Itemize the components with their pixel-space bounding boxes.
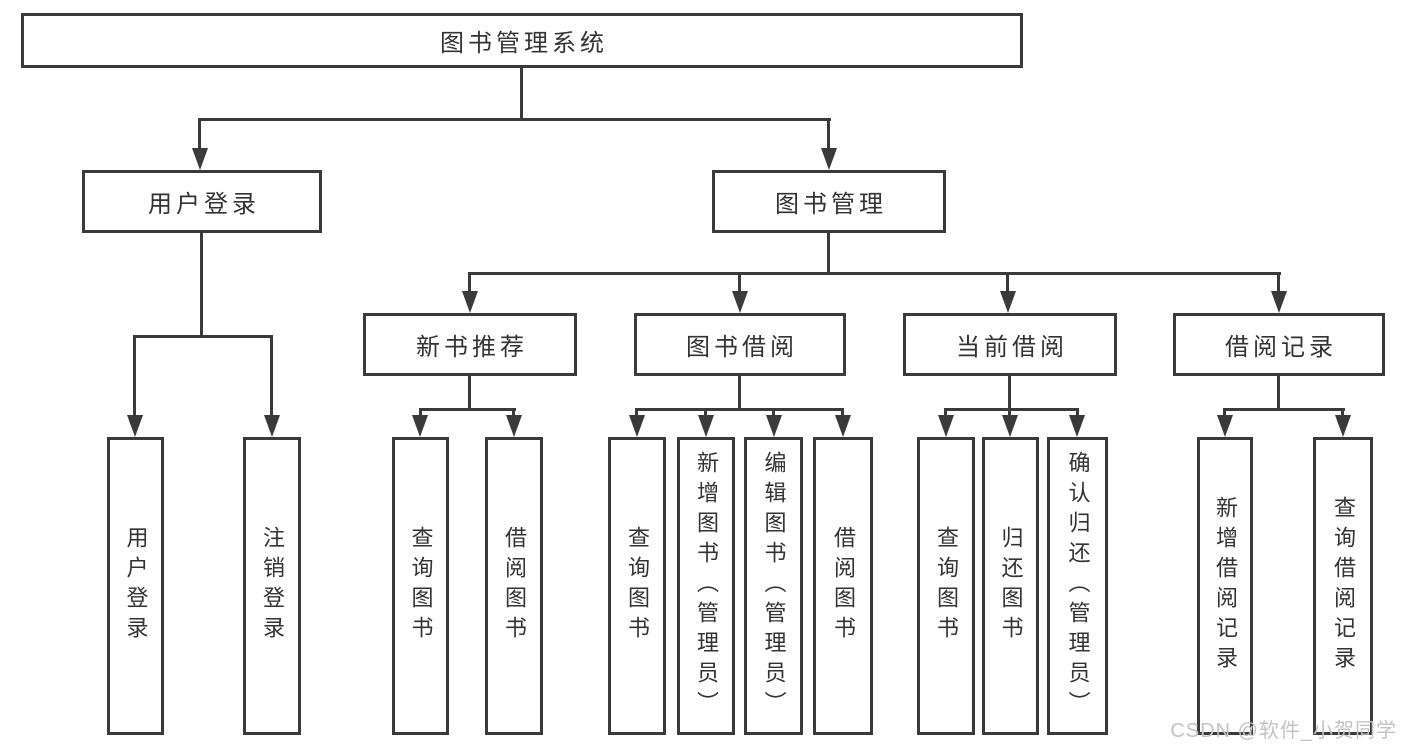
- leaf-query-books-current-label: 查询图书: [934, 526, 959, 646]
- arrowhead-book-borrowing: [732, 291, 748, 313]
- arrowhead-borrow-books-recommend: [506, 415, 522, 437]
- connector-book-borrowing-stem: [738, 374, 741, 410]
- connector-user-login-stem: [200, 231, 203, 338]
- connector-drop-user-login: [198, 118, 201, 150]
- arrowhead-user-login: [192, 148, 208, 170]
- node-book-management-label: 图书管理: [775, 191, 887, 218]
- arrowhead-borrowing-records: [1271, 291, 1287, 313]
- connector-book-management-rail: [468, 272, 1281, 275]
- arrowhead-query-books-current: [938, 415, 954, 437]
- connector-drop-add-books-admin: [704, 408, 707, 417]
- leaf-confirm-return-admin: 确认归还（管理员）: [1047, 437, 1108, 735]
- node-book-borrowing: 图书借阅: [634, 313, 846, 376]
- node-book-management: 图书管理: [712, 170, 946, 233]
- csdn-watermark: CSDN @软件_小贺同学: [1170, 720, 1397, 742]
- node-current-borrowing: 当前借阅: [903, 313, 1117, 376]
- connector-drop-return-books: [1008, 408, 1011, 417]
- node-new-book-recommend: 新书推荐: [363, 313, 577, 376]
- leaf-query-borrow-record: 查询借阅记录: [1313, 437, 1373, 735]
- arrowhead-add-borrow-record: [1217, 415, 1233, 437]
- arrowhead-logout: [264, 415, 280, 437]
- leaf-query-books-borrowing: 查询图书: [608, 437, 666, 735]
- leaf-edit-books-admin: 编辑图书（管理员）: [744, 437, 803, 735]
- connector-drop-new-book-recommend: [468, 272, 471, 293]
- connector-drop-user-login-leaf: [133, 335, 136, 417]
- leaf-borrow-books-borrowing-label: 借阅图书: [831, 526, 856, 646]
- node-user-login: 用户登录: [82, 170, 322, 233]
- arrowhead-edit-books-admin: [766, 415, 782, 437]
- connector-book-management-stem: [827, 230, 830, 274]
- arrowhead-return-books: [1002, 415, 1018, 437]
- connector-root-stem: [520, 66, 523, 120]
- connector-borrowing-records-rail: [1223, 408, 1345, 411]
- connector-drop-add-borrow-record: [1223, 408, 1226, 417]
- node-book-borrowing-label: 图书借阅: [686, 334, 798, 361]
- leaf-confirm-return-admin-label: 确认归还（管理员）: [1065, 451, 1091, 721]
- arrowhead-query-books-recommend: [412, 415, 428, 437]
- connector-current-borrowing-rail: [944, 408, 1079, 411]
- node-root-library-system: 图书管理系统: [21, 13, 1023, 68]
- connector-drop-borrowing-records: [1277, 272, 1280, 293]
- leaf-return-books-label: 归还图书: [998, 526, 1024, 646]
- arrowhead-add-books-admin: [698, 415, 714, 437]
- connector-new-book-recommend-rail: [419, 408, 516, 411]
- leaf-add-borrow-record: 新增借阅记录: [1197, 437, 1253, 735]
- node-current-borrowing-label: 当前借阅: [956, 334, 1068, 361]
- leaf-borrow-books-recommend: 借阅图书: [485, 437, 543, 735]
- leaf-logout: 注销登录: [243, 437, 301, 735]
- leaf-user-login: 用户登录: [107, 437, 164, 735]
- connector-drop-book-management: [827, 118, 830, 150]
- node-new-book-recommend-label: 新书推荐: [416, 334, 528, 361]
- leaf-return-books: 归还图书: [982, 437, 1039, 735]
- connector-new-book-recommend-stem: [468, 374, 471, 410]
- arrowhead-confirm-return-admin: [1069, 415, 1085, 437]
- leaf-user-login-label: 用户登录: [123, 526, 149, 646]
- arrowhead-query-books-borrowing: [629, 415, 645, 437]
- connector-drop-confirm-return-admin: [1076, 408, 1079, 417]
- connector-borrowing-records-stem: [1277, 374, 1280, 410]
- leaf-add-borrow-record-label: 新增借阅记录: [1213, 496, 1238, 676]
- node-user-login-label: 用户登录: [148, 191, 260, 218]
- connector-root-rail: [198, 118, 831, 121]
- leaf-query-books-recommend: 查询图书: [392, 437, 449, 735]
- connector-drop-edit-books-admin: [772, 408, 775, 417]
- leaf-query-books-recommend-label: 查询图书: [408, 526, 434, 646]
- node-borrowing-records-label: 借阅记录: [1225, 334, 1337, 361]
- connector-current-borrowing-stem: [1008, 374, 1011, 410]
- connector-book-borrowing-rail: [635, 408, 844, 411]
- connector-drop-current-borrowing: [1006, 272, 1009, 293]
- arrowhead-new-book-recommend: [462, 291, 478, 313]
- connector-drop-borrow-books-recommend: [512, 408, 515, 417]
- leaf-add-books-admin-label: 新增图书（管理员）: [694, 451, 719, 721]
- arrowhead-borrow-books-borrowing: [835, 415, 851, 437]
- leaf-query-books-borrowing-label: 查询图书: [625, 526, 650, 646]
- connector-drop-query-borrow-record: [1341, 408, 1344, 417]
- arrowhead-book-management: [821, 148, 837, 170]
- connector-drop-query-books-current: [944, 408, 947, 417]
- leaf-add-books-admin: 新增图书（管理员）: [677, 437, 735, 735]
- leaf-query-borrow-record-label: 查询借阅记录: [1331, 496, 1356, 676]
- arrowhead-user-login-leaf: [127, 415, 143, 437]
- leaf-borrow-books-recommend-label: 借阅图书: [502, 526, 527, 646]
- connector-user-login-rail: [133, 335, 273, 338]
- connector-drop-book-borrowing: [738, 272, 741, 293]
- connector-drop-borrow-books-borrowing: [841, 408, 844, 417]
- arrowhead-query-borrow-record: [1335, 415, 1351, 437]
- node-borrowing-records: 借阅记录: [1173, 313, 1385, 376]
- leaf-edit-books-admin-label: 编辑图书（管理员）: [761, 451, 787, 721]
- connector-drop-query-books-recommend: [419, 408, 422, 417]
- connector-drop-query-books-borrowing: [635, 408, 638, 417]
- leaf-logout-label: 注销登录: [260, 526, 285, 646]
- arrowhead-current-borrowing: [1000, 291, 1016, 313]
- connector-drop-logout: [270, 335, 273, 417]
- leaf-borrow-books-borrowing: 借阅图书: [813, 437, 873, 735]
- leaf-query-books-current: 查询图书: [917, 437, 975, 735]
- node-root-label: 图书管理系统: [440, 30, 608, 57]
